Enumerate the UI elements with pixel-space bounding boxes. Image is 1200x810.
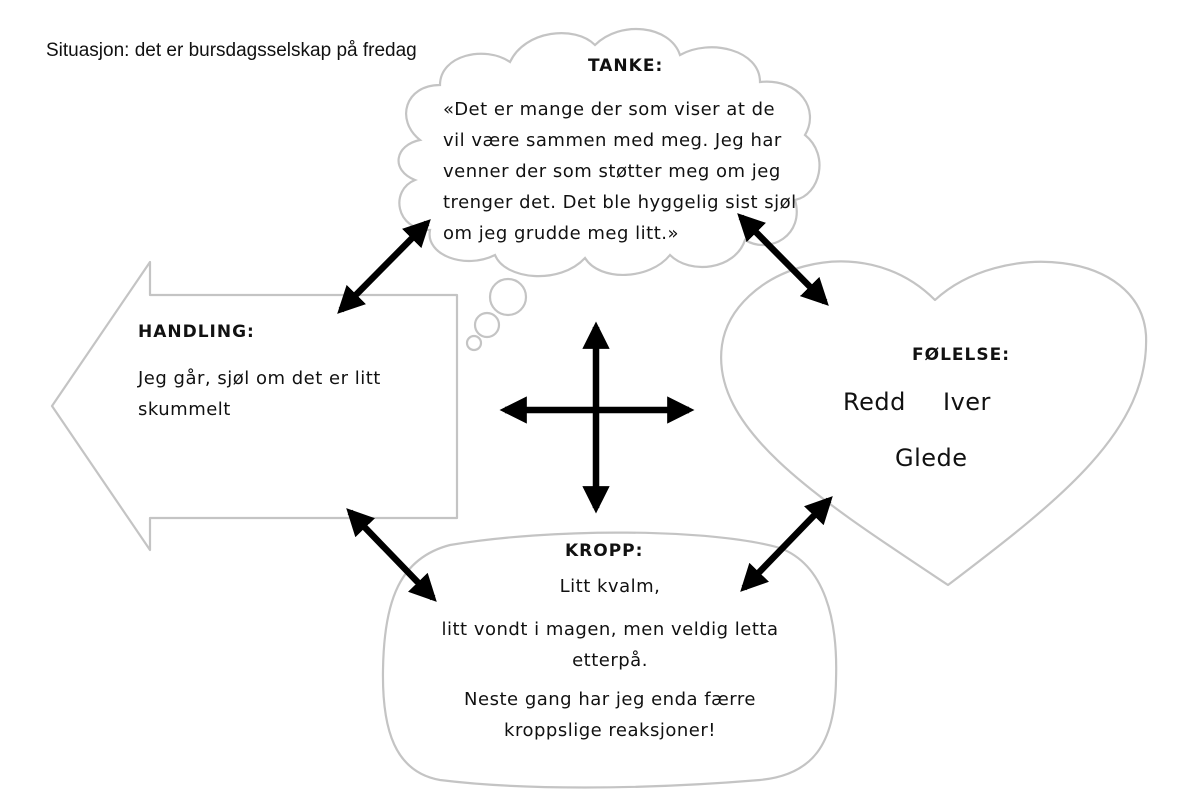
folelse-word: Redd — [843, 388, 906, 416]
kropp-line: Litt kvalm, — [559, 576, 661, 597]
kropp-heading: KROPP: — [565, 541, 644, 561]
folelse-heart-shape — [720, 260, 1148, 587]
kropp-line: etterpå. — [572, 650, 648, 671]
arrow-handling-kropp — [346, 508, 437, 602]
tanke-line: trenger det. Det ble hyggelig sist sjøl — [443, 192, 797, 213]
folelse-word: Glede — [895, 444, 968, 472]
thought-cloud — [397, 27, 821, 352]
kropp-text: Litt kvalm, litt vondt i magen, men veld… — [390, 571, 830, 746]
arrow-tanke-handling — [337, 219, 431, 314]
handling-arrow-shape — [50, 260, 459, 552]
folelse-heading: FØLELSE: — [912, 345, 1010, 365]
tanke-line: «Det er mange der som viser at de — [443, 99, 776, 120]
handling-line: skummelt — [138, 399, 231, 420]
kropp-line: litt vondt i magen, men veldig letta — [441, 619, 779, 640]
folelse-word: Iver — [943, 388, 991, 416]
tanke-line: vil være sammen med meg. Jeg har — [443, 130, 782, 151]
handling-heading: HANDLING: — [138, 322, 255, 342]
kropp-box-shape — [381, 531, 838, 789]
situation-text: Situasjon: det er bursdagsselskap på fre… — [46, 40, 417, 61]
tanke-text: «Det er mange der som viser at de vil væ… — [443, 94, 797, 249]
kropp-line: Neste gang har jeg enda færre — [464, 689, 756, 710]
center-cross-arrow — [499, 321, 695, 514]
arrow-tanke-folelse — [737, 213, 829, 306]
handling-line: Jeg går, sjøl om det er litt — [138, 368, 381, 389]
handling-text: Jeg går, sjøl om det er litt skummelt — [138, 363, 381, 425]
tanke-heading: TANKE: — [588, 56, 664, 76]
tanke-line: venner der som støtter meg om jeg — [443, 161, 781, 182]
tanke-line: om jeg grudde meg litt.» — [443, 223, 679, 244]
kropp-line: kroppslige reaksjoner! — [504, 720, 716, 741]
arrow-folelse-kropp — [740, 496, 833, 592]
